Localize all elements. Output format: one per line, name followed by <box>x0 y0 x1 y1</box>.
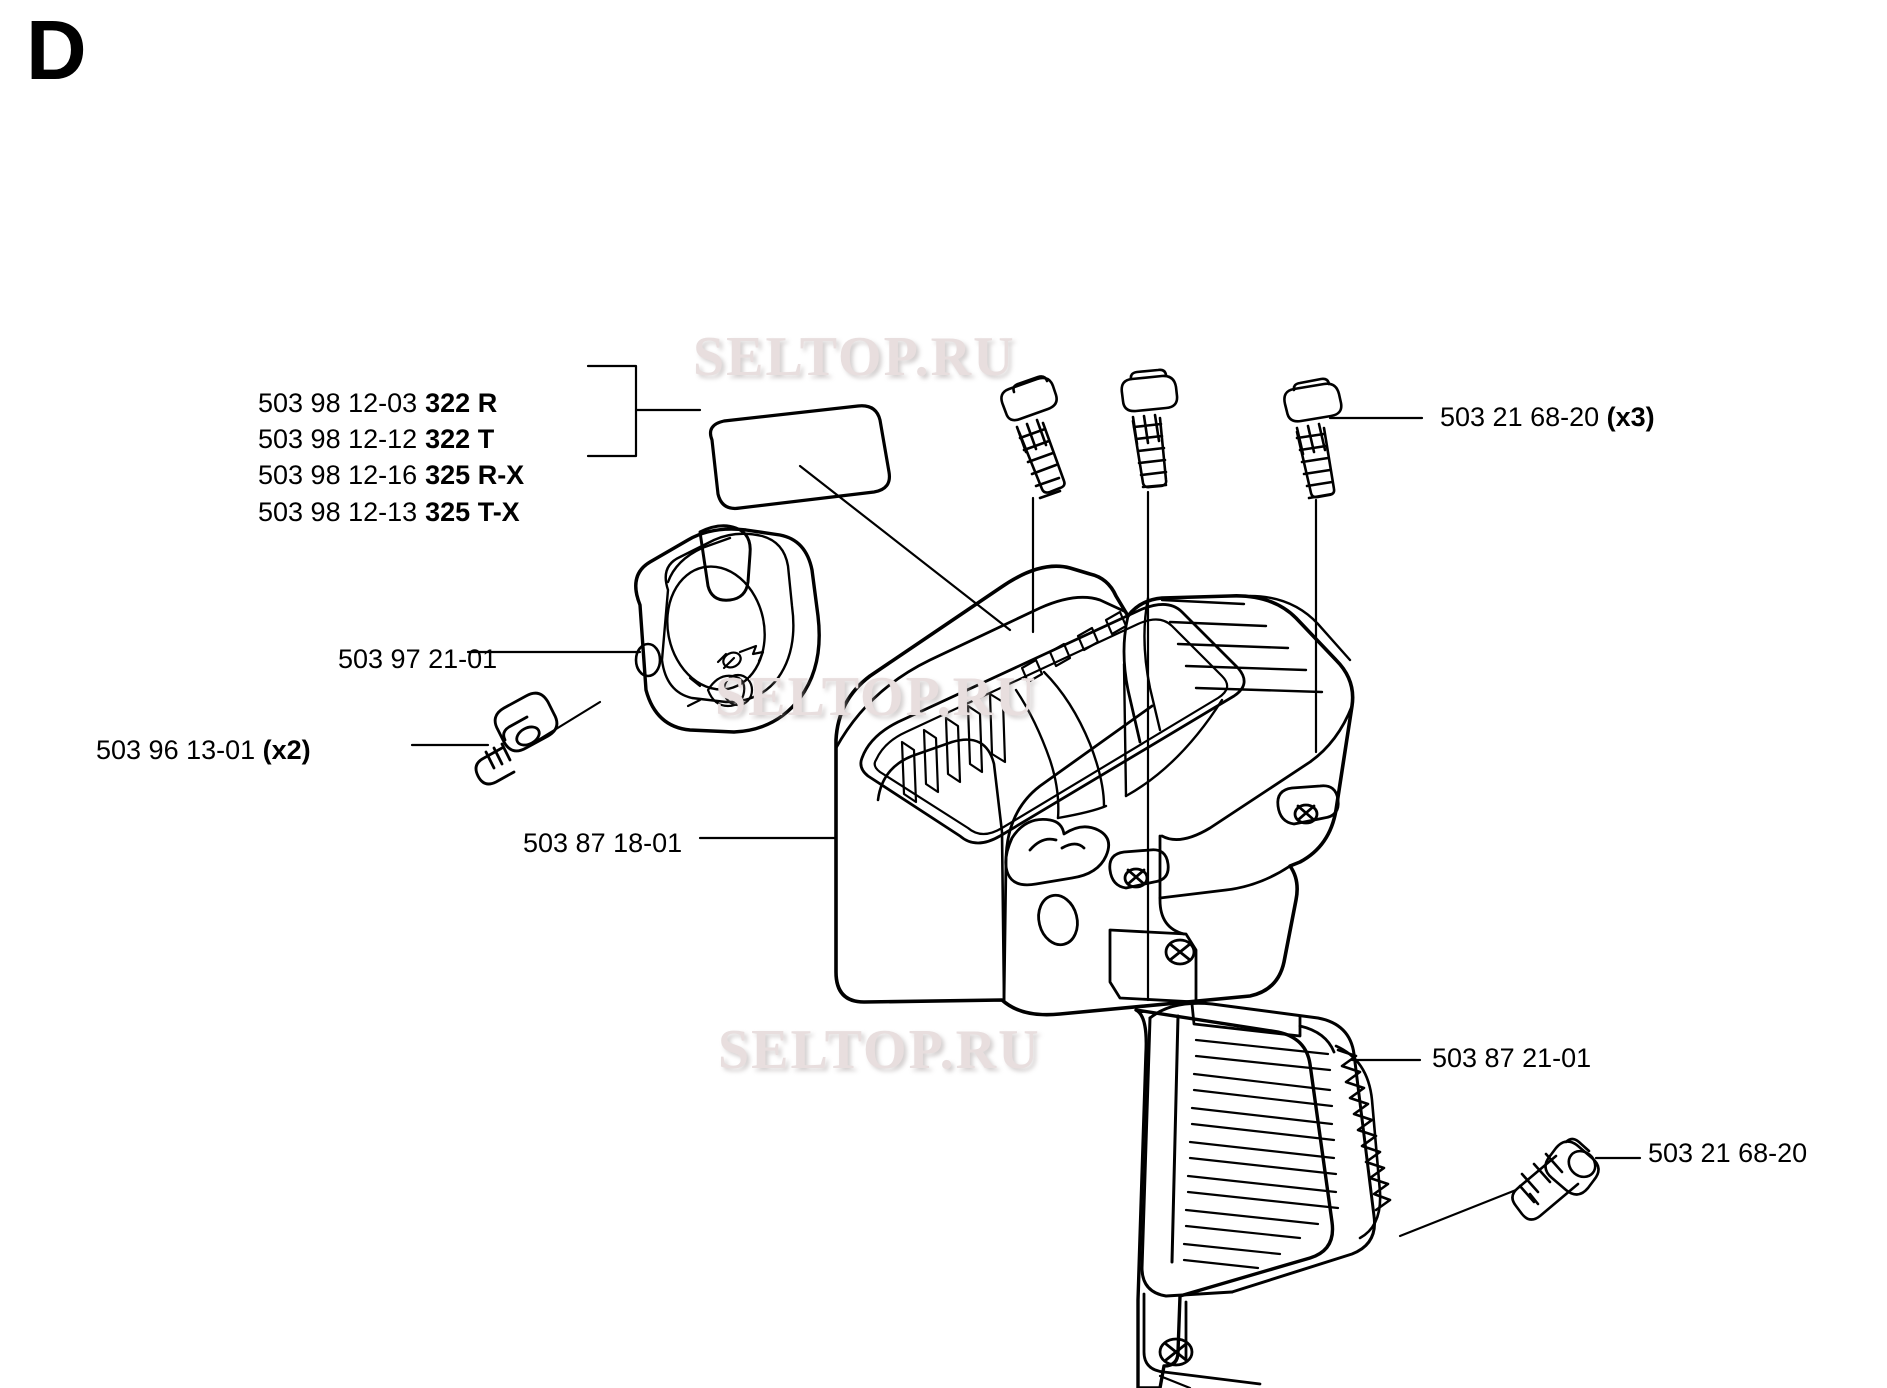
air-guide-foot <box>1142 1292 1262 1386</box>
cylinder-cover-cooling-fins <box>1143 594 1352 732</box>
screw-small-leader <box>528 700 602 747</box>
cylinder-cover-mount-tab <box>1108 928 1198 1004</box>
label-throttle-housing: 503 97 21-01 <box>338 644 498 674</box>
variant-model: 322 T <box>425 424 495 455</box>
cylinder-cover-keyhole-relief <box>1004 818 1111 887</box>
label-screw-top-number: 503 21 68-20 <box>1440 402 1600 432</box>
throttle-housing-part <box>634 527 821 734</box>
label-air-guide: 503 87 21-01 <box>1432 1043 1592 1073</box>
label-screw-bottom: 503 21 68-20 <box>1648 1138 1808 1168</box>
throttle-housing-mechanism-icons <box>686 644 765 708</box>
throttle-housing-inner-detail <box>666 524 766 691</box>
air-guide-top-lip <box>1190 1002 1336 1054</box>
cylinder-cover-flywheel-outline <box>1014 662 1224 820</box>
screw-top-2 <box>1120 368 1179 489</box>
air-guide-ribs <box>1182 1038 1340 1270</box>
cylinder-cover-round-hole <box>1037 893 1079 947</box>
label-cylinder-cover: 503 87 18-01 <box>523 828 683 858</box>
throttle-housing-boss <box>634 642 662 678</box>
variant-part-number: 503 98 12-12 <box>258 424 418 455</box>
label-screw-top: 503 21 68-20 (x3) <box>1440 399 1655 435</box>
label-screw-small-qty: (x2) <box>262 735 311 765</box>
cylinder-cover-vent-bars <box>900 692 1007 804</box>
variant-part-number: 503 98 12-13 <box>258 496 418 527</box>
screw-top-1 <box>1000 375 1066 500</box>
air-guide-shell <box>1140 1001 1377 1298</box>
cylinder-cover-right-boss <box>1276 784 1340 826</box>
cylinder-cover-right-flank <box>1158 704 1354 936</box>
variant-model: 325 R-X <box>425 460 525 491</box>
variant-part-number: 503 98 12-16 <box>258 460 418 491</box>
cylinder-cover-front-scoop <box>876 738 1006 1002</box>
variant-bracket <box>586 364 702 458</box>
variant-model: 322 R <box>425 388 498 418</box>
cylinder-cover-louvers <box>1020 610 1128 684</box>
label-screw-small-number: 503 96 13-01 <box>96 735 256 765</box>
label-screw-small: 503 96 13-01 (x2) <box>96 732 311 768</box>
screw-bottom-part <box>1511 1137 1600 1221</box>
cylinder-cover-vent-window <box>859 603 1246 845</box>
screw-top-3 <box>1283 377 1343 500</box>
cylinder-cover-part <box>834 564 1355 1017</box>
air-guide-fin-edge <box>1334 1044 1392 1240</box>
decal-part <box>708 404 892 511</box>
screw-small-part <box>474 691 559 786</box>
section-letter: D <box>26 3 87 97</box>
variant-part-number: 503 98 12-03 <box>258 388 418 418</box>
air-guide-bottom-leader <box>1158 1374 1192 1388</box>
screw-bottom-leader <box>1398 1188 1518 1238</box>
variant-model: 325 T-X <box>425 496 520 527</box>
label-screw-top-qty: (x3) <box>1606 402 1655 432</box>
decal-leader-line <box>798 464 1012 632</box>
